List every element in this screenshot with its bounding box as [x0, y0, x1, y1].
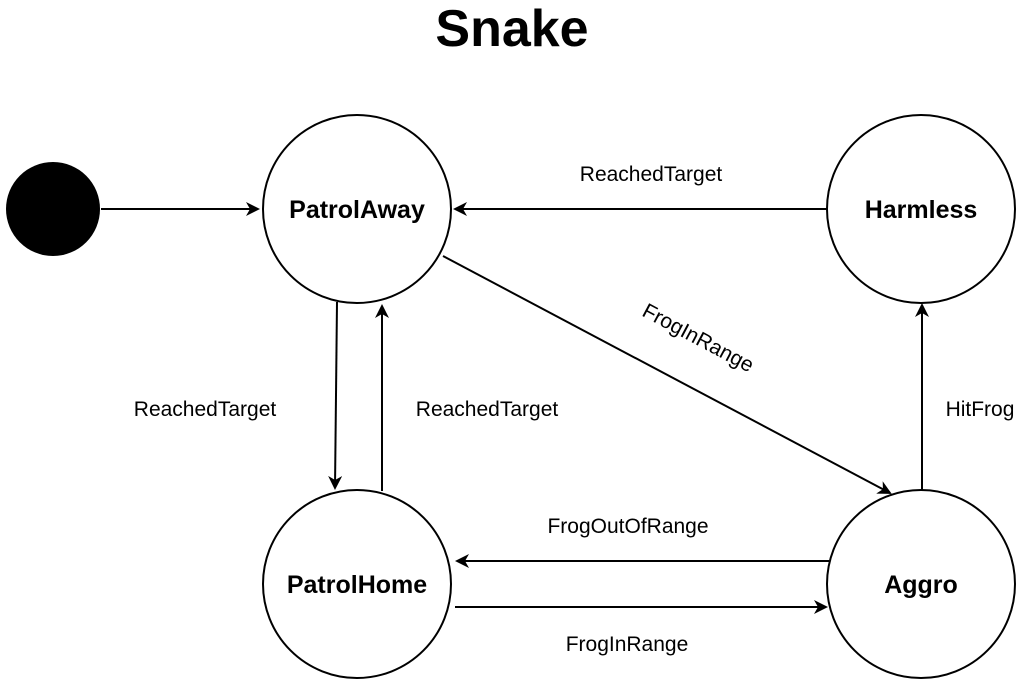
edge-patrol-home-to-aggro-label: FrogInRange — [566, 633, 689, 656]
edge-patrol-away-to-aggro-label: FrogInRange — [639, 299, 758, 377]
edge-patrol-away-to-patrol-home — [328, 301, 343, 490]
state-aggro-node — [826, 489, 1016, 679]
edge-patrol-home-to-patrol-away-label: ReachedTarget — [416, 398, 559, 421]
state-patrol-home-node — [262, 489, 452, 679]
state-aggro-label: Aggro — [884, 571, 958, 599]
edge-aggro-to-patrol-home-label: FrogOutOfRange — [547, 515, 708, 538]
state-patrol-away-label: PatrolAway — [289, 196, 425, 224]
initial-state-node — [6, 162, 100, 256]
state-harmless-node — [826, 114, 1016, 304]
diagram-title: Snake — [435, 0, 589, 58]
edge-harmless-to-patrol-away-label: ReachedTarget — [580, 163, 723, 186]
state-patrol-away-node — [262, 114, 452, 304]
edge-patrol-away-to-patrol-home-label: ReachedTarget — [134, 398, 277, 421]
state-harmless-label: Harmless — [865, 196, 978, 224]
state-patrol-home-label: PatrolHome — [287, 571, 427, 599]
edge-patrol-away-to-aggro — [442, 255, 892, 494]
edge-aggro-to-harmless-label: HitFrog — [946, 398, 1015, 421]
